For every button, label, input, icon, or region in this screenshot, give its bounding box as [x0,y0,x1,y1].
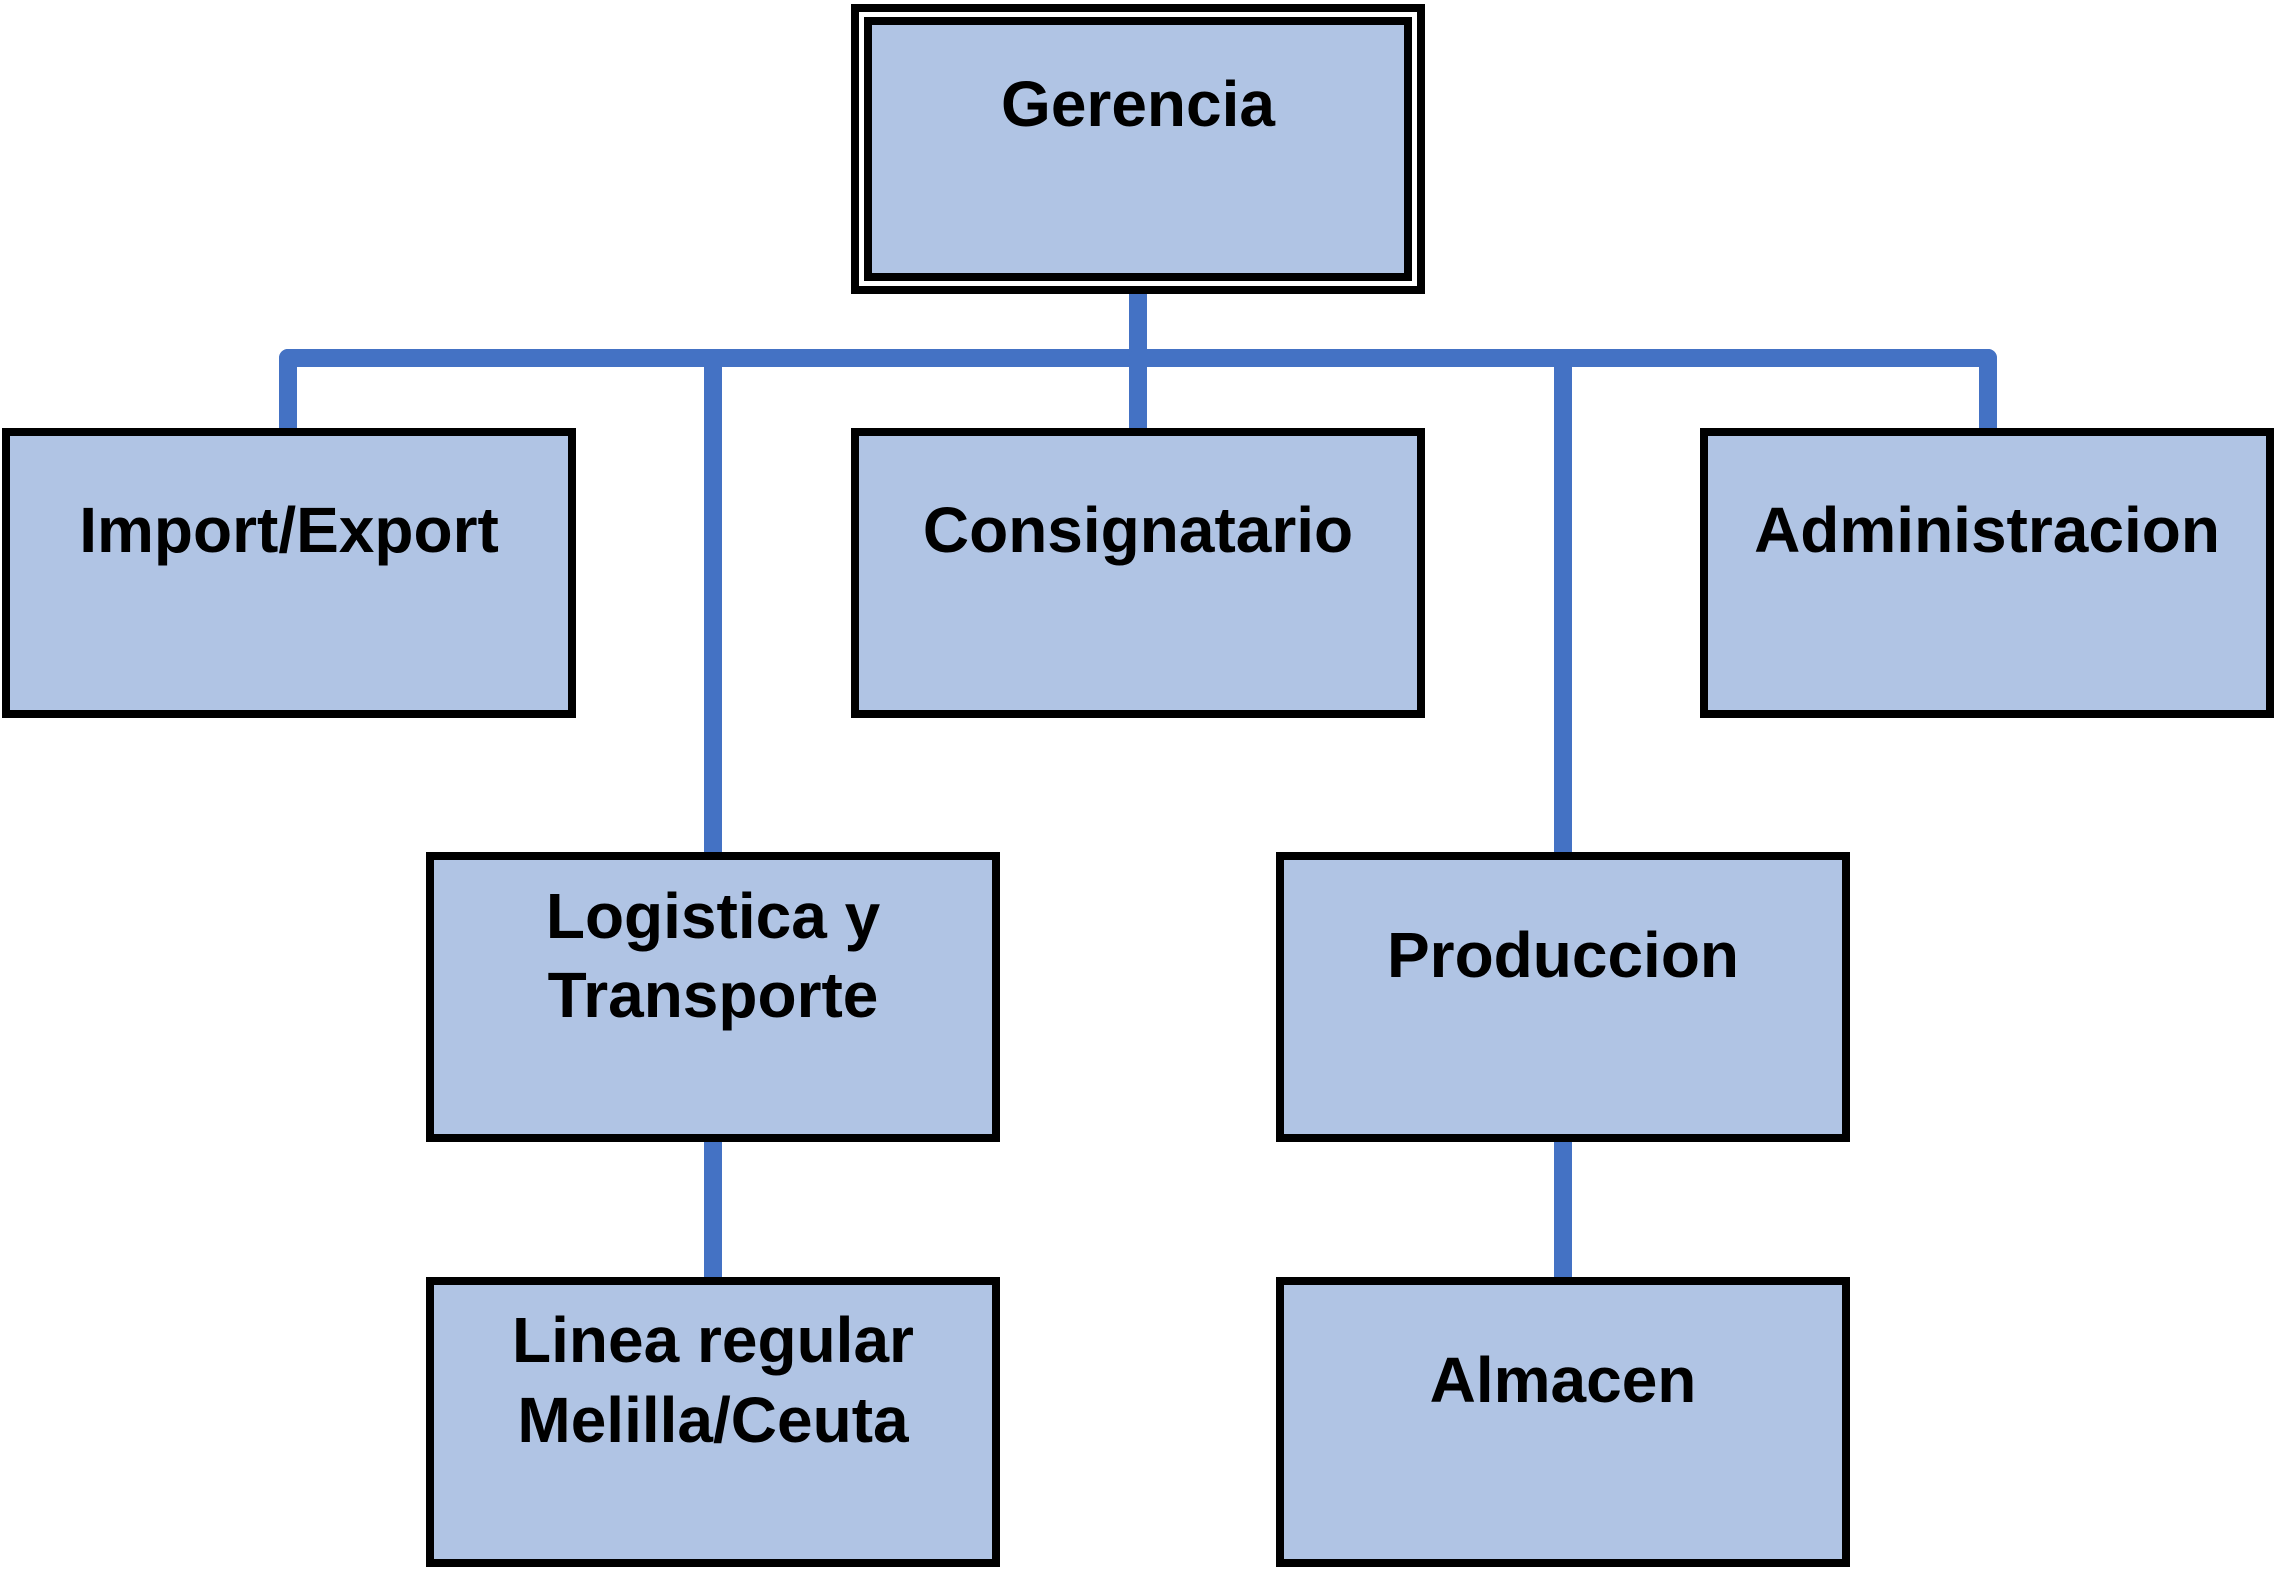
node-gerencia: Gerencia [851,4,1425,294]
node-logistica-label-line1: Logistica y [546,880,881,952]
node-import-export-label: Import/Export [79,494,499,566]
node-administracion-box [1700,428,2274,718]
node-import-export: Import/Export [2,428,576,718]
node-almacen-box [1276,1277,1850,1567]
node-consignatario: Consignatario [851,428,1425,718]
node-linea-regular-label-line1: Linea regular [512,1304,914,1376]
node-produccion-box [1276,852,1850,1142]
node-logistica-box [426,852,1000,1142]
node-linea-regular: Linea regular Melilla/Ceuta [426,1277,1000,1567]
node-almacen-label: Almacen [1430,1344,1697,1416]
node-gerencia-label: Gerencia [1001,68,1275,140]
node-gerencia-inner-border [864,17,1412,281]
node-produccion-label: Produccion [1387,919,1739,991]
node-almacen: Almacen [1276,1277,1850,1567]
node-linea-regular-box [426,1277,1000,1567]
node-linea-regular-label-line2: Melilla/Ceuta [517,1384,909,1456]
node-logistica-label-line2: Transporte [548,959,879,1031]
node-administracion-label: Administracion [1754,494,2220,566]
node-produccion: Produccion [1276,852,1850,1142]
node-consignatario-box [851,428,1425,718]
node-import-export-box [2,428,576,718]
node-logistica: Logistica y Transporte [426,852,1000,1142]
node-administracion: Administracion [1700,428,2274,718]
node-consignatario-label: Consignatario [923,494,1353,566]
connectors [279,276,1997,1291]
